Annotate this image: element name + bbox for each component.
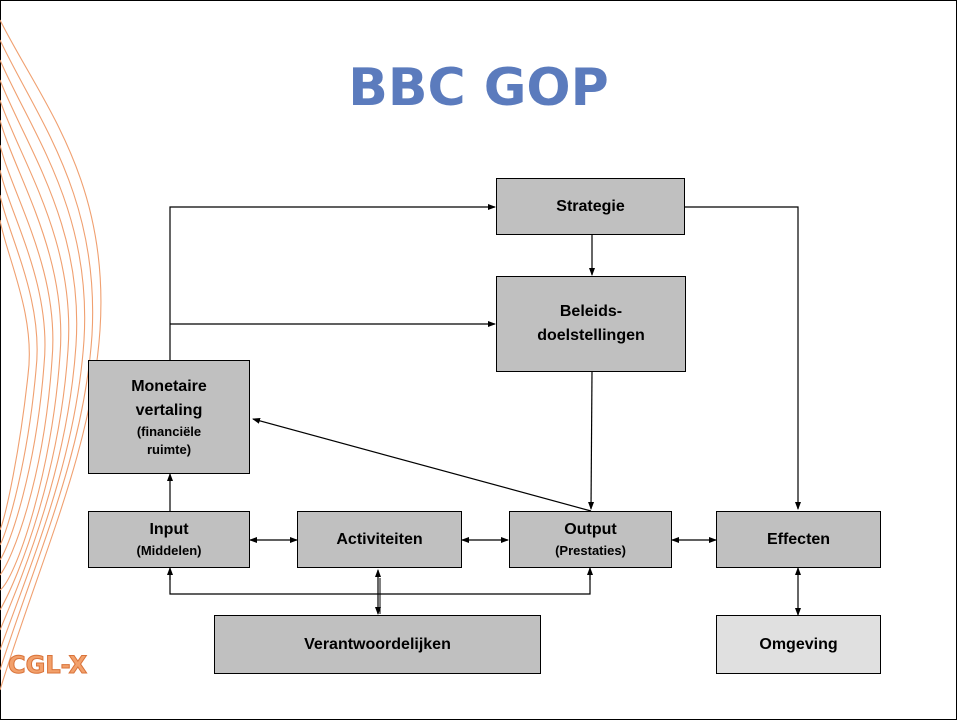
box-beleidsdoelstellingen: Beleids- doelstellingen — [496, 276, 686, 372]
monetaire-label-line3: (financiële — [136, 423, 202, 439]
box-verantwoordelijken: Verantwoordelijken — [214, 615, 541, 674]
monetaire-label-line1: Monetaire — [131, 377, 207, 395]
slide-title: BBC GOP — [348, 58, 609, 118]
arrow-monetaire-to-strategie — [169, 204, 496, 360]
activiteiten-label: Activiteiten — [336, 530, 423, 548]
strategie-label: Strategie — [556, 197, 625, 215]
beleid-label-line1: Beleids- — [559, 303, 623, 320]
cglx-logo: CGL-X — [7, 651, 88, 680]
beleid-label-line2: doelstellingen — [537, 327, 645, 344]
arrow-beleid-to-output — [588, 371, 595, 510]
arrow-strategie-to-effecten — [685, 206, 801, 510]
box-effecten: Effecten — [716, 511, 881, 568]
box-activiteiten: Activiteiten — [297, 511, 462, 568]
decorative-curves — [0, 19, 102, 691]
box-omgeving: Omgeving — [716, 615, 881, 674]
output-label: Output — [564, 521, 617, 539]
input-label: Input — [149, 521, 189, 539]
box-input: Input (Middelen) — [88, 511, 250, 568]
monetaire-label-line2: vertaling — [135, 401, 203, 419]
box-strategie: Strategie — [496, 178, 685, 235]
omgeving-label: Omgeving — [759, 635, 838, 653]
box-output: Output (Prestaties) — [509, 511, 672, 568]
output-sublabel: (Prestaties) — [555, 543, 626, 559]
input-sublabel: (Middelen) — [136, 543, 202, 559]
box-monetaire-vertaling: Monetaire vertaling (financiële ruimte) — [88, 360, 250, 474]
verantwoordelijken-label: Verantwoordelijken — [304, 635, 451, 653]
arrow-output-to-monetaire — [252, 417, 592, 512]
monetaire-label-line4: ruimte) — [146, 442, 192, 457]
effecten-label: Effecten — [766, 530, 831, 548]
